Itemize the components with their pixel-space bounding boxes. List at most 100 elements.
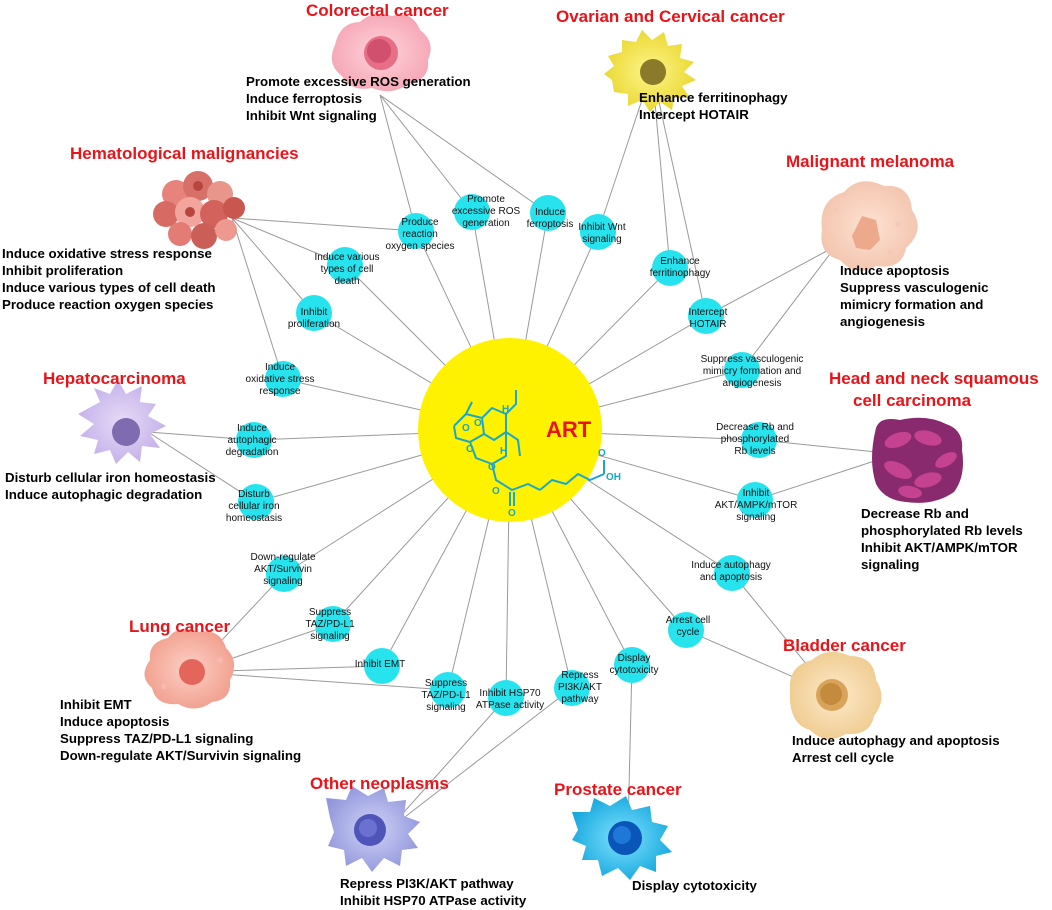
- node-inhibit-emt: [364, 648, 400, 684]
- effect-item: Induce oxidative stress response: [2, 246, 212, 261]
- mech-line: and apoptosis: [699, 572, 763, 583]
- mech-line: Enhance: [660, 256, 700, 267]
- node-inhibit-akt: [737, 482, 773, 518]
- effect-item: Inhibit proliferation: [2, 263, 124, 278]
- mech-line: TAZ/PD-L1: [421, 690, 471, 701]
- node-oxidative-stress: [265, 361, 301, 397]
- mech-line: AKT/Survivin: [254, 564, 312, 575]
- svg-text:O: O: [488, 462, 496, 473]
- mech-line: Arrest cell: [665, 615, 711, 626]
- svg-text:O: O: [492, 486, 500, 497]
- node-taz-upper: [315, 606, 351, 642]
- mech-line: Down-regulate: [250, 552, 316, 563]
- title-colorectal: Colorectal cancer: [306, 1, 449, 20]
- mech-label-inhibit-emt: Inhibit EMT: [355, 659, 406, 671]
- effect-item: phosphorylated Rb levels: [861, 523, 1023, 538]
- effect-item: Induce autophagy and apoptosis: [792, 733, 1000, 748]
- node-inhibit-proliferation: [296, 295, 332, 331]
- tissue-icon: [872, 417, 963, 503]
- effect-item: Intercept HOTAIR: [639, 107, 749, 122]
- title-lung: Lung cancer: [129, 617, 231, 636]
- mech-line: reaction: [402, 229, 438, 240]
- mech-line: signaling: [310, 631, 350, 642]
- effect-item: Disturb cellular iron homeostasis: [5, 470, 216, 485]
- purple-cell-icon: [78, 380, 166, 464]
- mech-line: autophagic: [227, 435, 277, 446]
- mech-line: HOTAIR: [689, 319, 727, 330]
- effects-lung: Inhibit EMT Induce apoptosis Suppress TA…: [60, 696, 301, 764]
- mech-line: oxygen species: [385, 241, 455, 252]
- title-hepatocarcinoma: Hepatocarcinoma: [43, 369, 186, 388]
- effects-bladder: Induce autophagy and apoptosis Arrest ce…: [792, 732, 1000, 766]
- svg-text:O: O: [598, 448, 606, 459]
- mech-line: Display: [617, 653, 651, 664]
- mech-line: Induce autophagy: [691, 560, 771, 571]
- svg-text:H: H: [500, 446, 507, 457]
- effect-item: Enhance ferritinophagy: [639, 90, 788, 105]
- mech-line: Inhibit: [300, 307, 328, 318]
- node-induce-ferroptosis: [530, 195, 566, 231]
- node-produce-ros: [398, 213, 434, 249]
- title-headneck-line2: cell carcinoma: [853, 391, 972, 410]
- effect-item: Arrest cell cycle: [792, 750, 895, 765]
- effects-prostate: Display cytotoxicity: [632, 877, 757, 894]
- node-autophagy-apoptosis: [714, 555, 750, 591]
- mech-line: angiogenesis: [722, 378, 782, 389]
- mech-line: Intercept: [688, 307, 728, 318]
- mech-line: Inhibit: [742, 488, 770, 499]
- effect-item: Inhibit HSP70 ATPase activity: [340, 893, 527, 908]
- title-headneck-line1: Head and neck squamous: [829, 369, 1039, 388]
- node-inhibit-hsp70: [488, 680, 524, 716]
- mech-line: oxidative stress: [245, 374, 315, 385]
- effect-item: Induce various types of cell death: [2, 280, 216, 295]
- effect-item: Down-regulate AKT/Survivin signaling: [60, 748, 302, 763]
- mech-line: excessive ROS: [451, 206, 521, 217]
- mech-line: Promote: [467, 194, 505, 205]
- effect-item: Induce ferroptosis: [246, 91, 362, 106]
- mech-line: cycle: [676, 627, 700, 638]
- pink-cell-icon: [331, 14, 431, 92]
- effects-headneck: Decrease Rb and phosphorylated Rb levels…: [861, 505, 1023, 573]
- mech-line: TAZ/PD-L1: [305, 619, 355, 630]
- mech-line: Inhibit HSP70: [479, 688, 541, 699]
- blue-cell-icon: [572, 796, 672, 880]
- title-melanoma: Malignant melanoma: [786, 152, 955, 171]
- effect-item: Inhibit AKT/AMPK/mTOR: [861, 540, 1018, 555]
- effect-item: mimicry formation and: [840, 297, 984, 312]
- mech-line: degradation: [225, 447, 279, 458]
- node-induce-cell-death: [327, 247, 363, 283]
- mech-line: Decrease Rb and: [716, 422, 794, 433]
- svg-text:H: H: [502, 404, 509, 415]
- effect-item: Repress PI3K/AKT pathway: [340, 876, 514, 891]
- effect-item: Inhibit EMT: [60, 697, 132, 712]
- mech-line: Suppress vasculogenic: [700, 354, 804, 365]
- mech-line: Rb levels: [734, 446, 776, 457]
- mech-line: signaling: [263, 576, 303, 587]
- node-inhibit-wnt: [580, 214, 616, 250]
- effect-item: Suppress TAZ/PD-L1 signaling: [60, 731, 254, 746]
- effects-colorectal: Promote excessive ROS generation Induce …: [246, 73, 471, 124]
- yellow-cell-icon: [604, 30, 696, 112]
- peach-cell-icon: [821, 181, 918, 271]
- effects-melanoma: Induce apoptosis Suppress vasculogenic m…: [840, 262, 989, 330]
- node-promote-ros: [454, 194, 490, 230]
- mechanism-nodes: [236, 194, 777, 716]
- svg-text:O: O: [474, 418, 482, 429]
- effect-item: Suppress vasculogenic: [840, 280, 989, 295]
- node-taz-lower: [430, 672, 466, 708]
- mech-line: Suppress: [424, 678, 468, 689]
- effect-item: Inhibit Wnt signaling: [246, 108, 377, 123]
- svg-text:O: O: [466, 444, 474, 455]
- node-enhance-ferritinophagy: [652, 250, 688, 286]
